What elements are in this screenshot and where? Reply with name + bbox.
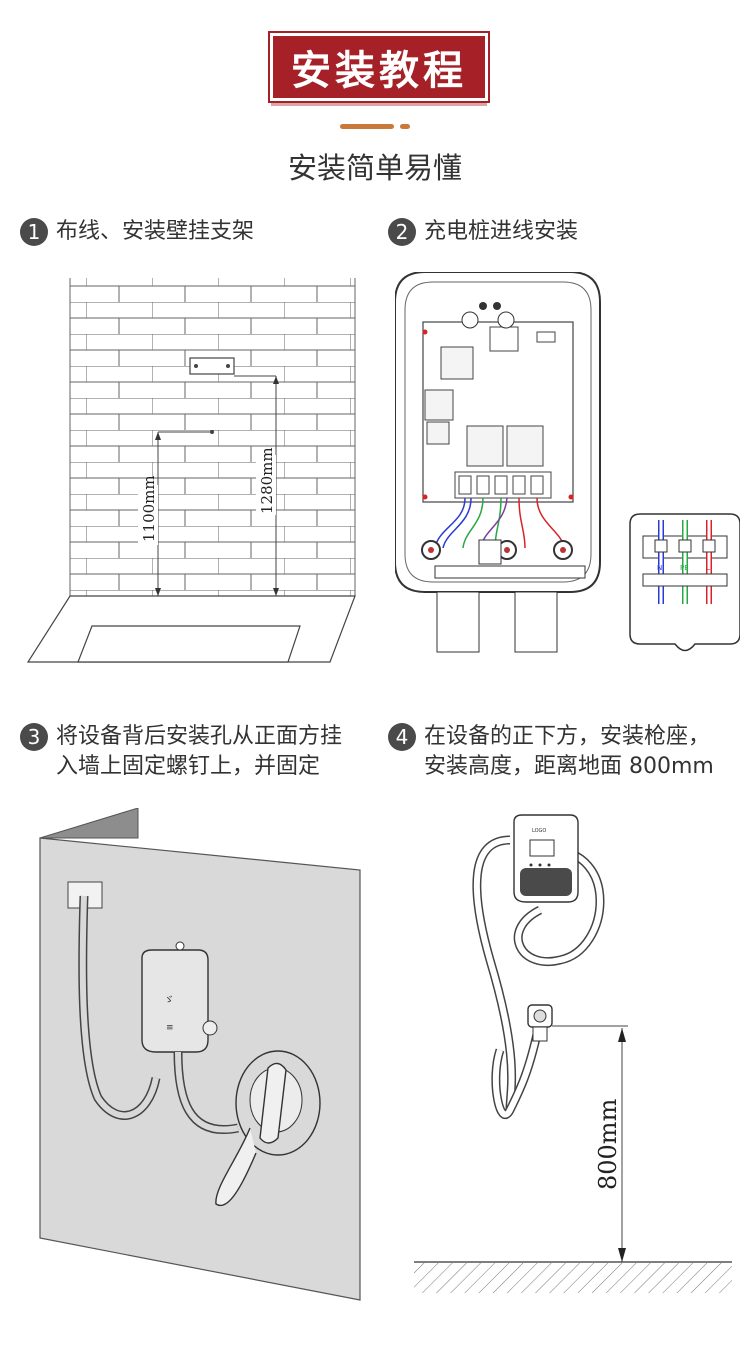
charging-gun: [259, 1062, 287, 1144]
step-text: 布线、安装壁挂支架: [56, 219, 255, 244]
wire-hole: [210, 430, 214, 434]
figure-4-height: LOGO 800mm: [414, 814, 732, 1293]
terminal-label-l: L: [706, 564, 710, 572]
cable-tube-left: [436, 591, 480, 653]
terminal-detail-inset: N PE L: [629, 513, 740, 652]
dim-label-1280: 1280mm: [258, 447, 276, 514]
logo-text: LOGO: [532, 828, 546, 834]
step-badge: 1: [20, 218, 48, 246]
dim-label-1100: 1100mm: [140, 475, 158, 542]
step-text: 将设备背后安装孔从正面方挂 入墙上固定螺钉上，并固定: [56, 724, 343, 779]
wall-side: [39, 808, 139, 839]
brick-wall: [70, 278, 355, 596]
svg-text:≡: ≡: [166, 1023, 174, 1033]
dim-label-800: 800mm: [594, 1098, 622, 1190]
step-2-heading: 2 充电桩进线安装: [388, 217, 578, 247]
cable-tube-right: [514, 591, 558, 653]
title-banner: 安装教程: [270, 33, 488, 101]
figure-1-wall-bracket: 1100mm 1280mm: [26, 278, 356, 663]
page-subtitle: 安装简单易懂: [287, 151, 462, 185]
decor-line: [340, 124, 394, 129]
wall-panel: [39, 837, 361, 1301]
charger-body: [141, 949, 209, 1053]
svg-text:ゞ: ゞ: [164, 995, 174, 1006]
step-1-heading: 1 布线、安装壁挂支架: [20, 217, 254, 247]
step-text: 在设备的正下方，安装枪座， 安装高度，距离地面 800mm: [424, 724, 714, 779]
terminal-label-n: N: [657, 564, 662, 572]
figure-2-internal-wiring: N PE L: [395, 272, 740, 653]
step-4-heading: 4 在设备的正下方，安装枪座， 安装高度，距离地面 800mm: [388, 722, 714, 782]
gun-holder: [527, 1004, 553, 1042]
wall-bracket: [189, 357, 235, 375]
ground-hatch: [414, 1263, 732, 1293]
page-title: 安装教程: [291, 48, 467, 94]
decor-dot: [400, 124, 410, 129]
figure-3-wall-mounting: ゞ ≡: [39, 808, 361, 1301]
step-badge: 2: [388, 218, 416, 246]
step-3-heading: 3 将设备背后安装孔从正面方挂 入墙上固定螺钉上，并固定: [20, 722, 342, 782]
step-text: 充电桩进线安装: [424, 219, 579, 244]
step-badge: 4: [388, 723, 416, 751]
step-badge: 3: [20, 723, 48, 751]
terminal-label-pe: PE: [680, 564, 689, 572]
